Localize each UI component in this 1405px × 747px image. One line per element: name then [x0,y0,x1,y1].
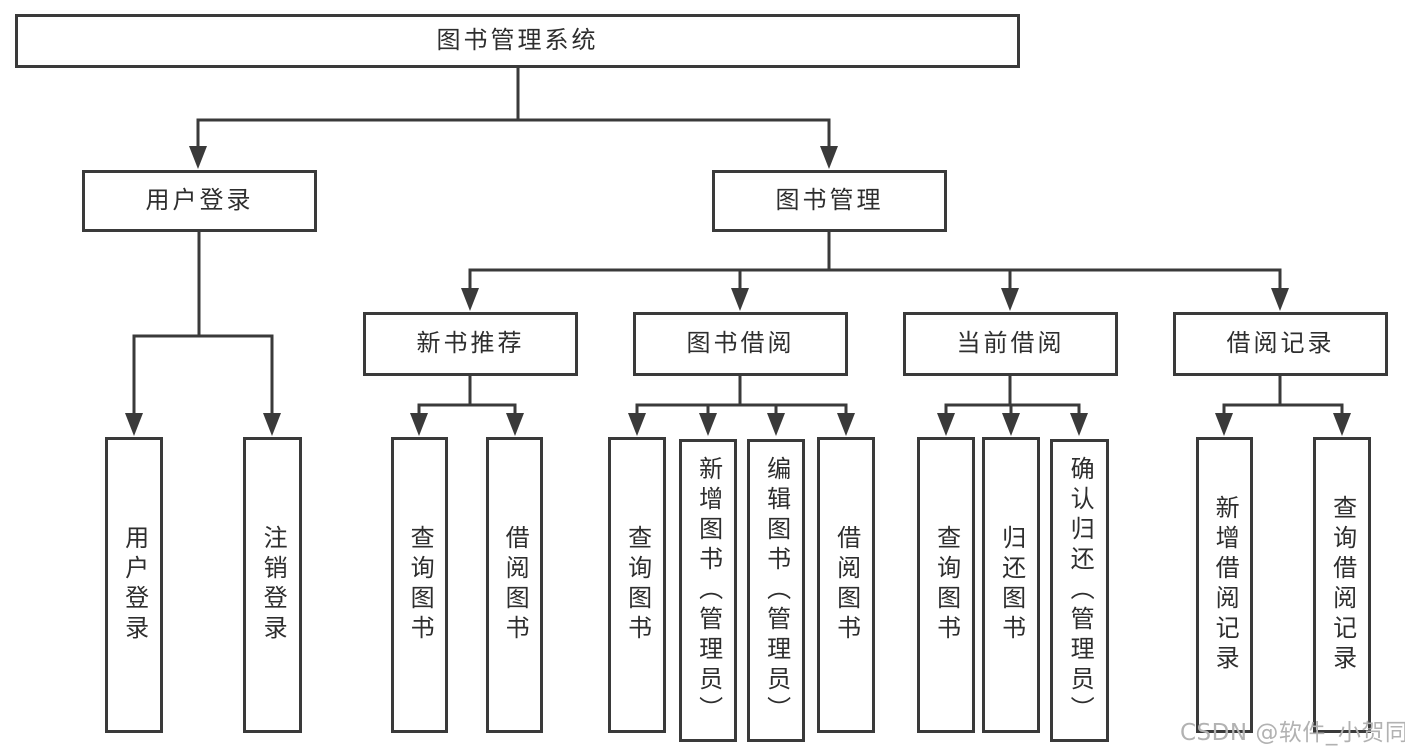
node-nbr-query-books: 查询图书 [391,437,448,733]
arrowhead [820,146,838,169]
arrowhead [461,288,479,311]
arrowhead [699,413,717,436]
arrowhead [937,413,955,436]
node-cb-confirm-return-admin: 确认归还（管理员） [1050,439,1109,742]
node-user-login: 用户登录 [105,437,163,733]
arrowhead [1215,413,1233,436]
node-root: 图书管理系统 [15,14,1020,68]
node-bb-edit-books-admin: 编辑图书（管理员） [747,439,805,742]
arrowhead [1333,413,1351,436]
node-bb-query-books: 查询图书 [608,437,666,733]
arrowhead [263,413,281,436]
connector-borrow-records-to-children [1215,376,1351,436]
node-bb-add-books-admin: 新增图书（管理员） [679,439,737,742]
node-book-management: 图书管理 [712,170,947,232]
arrowhead [506,413,524,436]
connector-book-borrow-to-children [628,376,855,436]
node-user-login-branch: 用户登录 [82,170,317,232]
arrowhead [1002,413,1020,436]
node-nbr-borrow-books: 借阅图书 [486,437,543,733]
connector-new-book-recommend-to-children [410,376,524,436]
node-cb-return-books: 归还图书 [982,437,1040,733]
arrowhead [731,288,749,311]
node-book-borrow: 图书借阅 [633,312,848,376]
watermark: CSDN @软件_小贺同学 [1180,720,1405,746]
arrowhead [837,413,855,436]
arrowhead [628,413,646,436]
node-borrow-records: 借阅记录 [1173,312,1388,376]
connector-user-login-to-children [125,232,281,436]
node-br-add-record: 新增借阅记录 [1196,437,1253,733]
connector-current-borrow-to-children [937,376,1088,436]
node-current-borrow: 当前借阅 [903,312,1118,376]
node-bb-borrow-books: 借阅图书 [817,437,875,733]
arrowhead [125,413,143,436]
arrowhead [1070,413,1088,436]
node-logout: 注销登录 [243,437,302,733]
arrowhead [767,413,785,436]
node-new-book-recommend: 新书推荐 [363,312,578,376]
arrowhead [1271,288,1289,311]
arrowhead [410,413,428,436]
connector-book-management-to-level3 [461,232,1289,311]
connector-root-to-level2 [189,68,838,169]
arrowhead [1001,288,1019,311]
node-br-query-record: 查询借阅记录 [1313,437,1371,733]
node-cb-query-books: 查询图书 [917,437,975,733]
arrowhead [189,146,207,169]
